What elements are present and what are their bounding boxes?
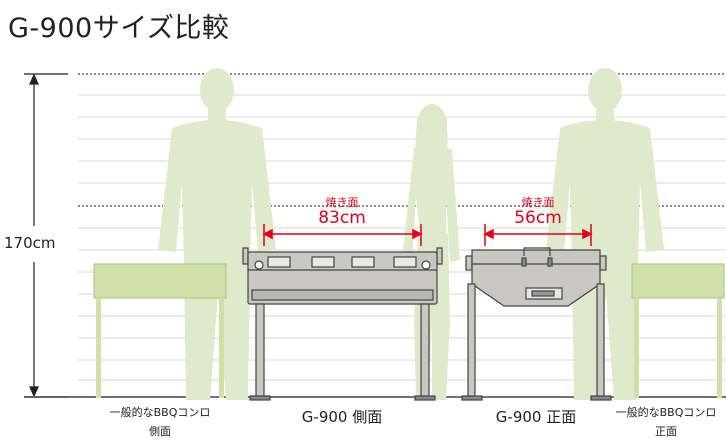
generic-right-caption-line1: 一般的なBBQコンロ xyxy=(615,406,717,419)
front-caption: G-900 正面 xyxy=(495,408,577,426)
generic-right-caption-line2: 正面 xyxy=(655,425,677,438)
front-surface-label: 焼き面 xyxy=(521,196,555,209)
side-caption: G-900 側面 xyxy=(301,408,383,426)
page-title: G-900サイズ比較 xyxy=(8,13,230,44)
side-surface-label: 焼き面 xyxy=(325,196,359,209)
man-silhouette-right xyxy=(546,68,664,400)
generic-grill-left xyxy=(93,263,227,398)
side-dimension xyxy=(262,224,423,246)
height-label: 170cm xyxy=(4,234,56,252)
man-silhouette-left xyxy=(158,68,276,400)
generic-grill-right xyxy=(631,263,725,398)
side-width-label: 83cm xyxy=(318,208,366,228)
g900-front-grill xyxy=(461,247,612,401)
front-dimension xyxy=(483,224,593,246)
generic-left-caption-line1: 一般的なBBQコンロ xyxy=(109,406,211,419)
g900-side-grill xyxy=(242,247,443,401)
front-width-label: 56cm xyxy=(514,208,562,228)
generic-left-caption-line2: 側面 xyxy=(149,425,171,438)
